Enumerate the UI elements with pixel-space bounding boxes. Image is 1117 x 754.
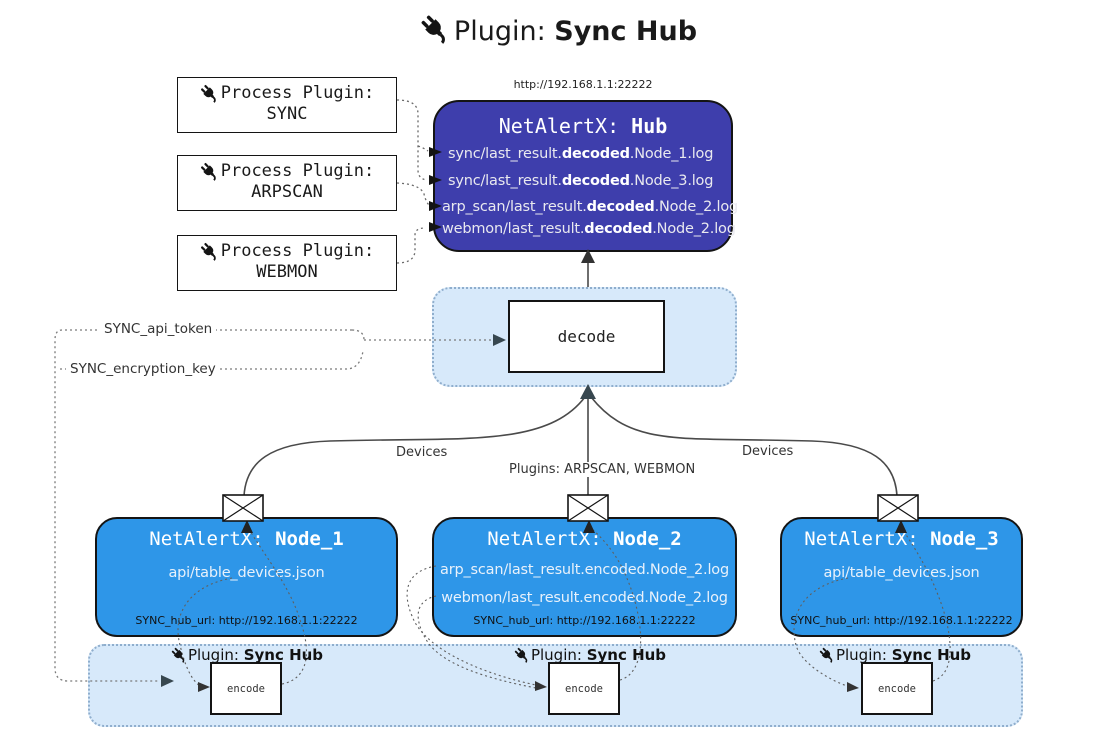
plug-icon [199, 241, 219, 261]
node-1-file: api/table_devices.json [168, 565, 325, 581]
hub-title: NetAlertX: Hub [435, 114, 731, 138]
plug-icon [199, 83, 219, 103]
devices-label-right: Devices [738, 444, 798, 459]
node-2-file-1: arp_scan/last_result.encoded.Node_2.log [440, 562, 729, 578]
process-plugin-webmon-name: WEBMON [256, 262, 318, 282]
plug-icon [817, 646, 837, 665]
page-title-bold: Sync Hub [554, 16, 698, 47]
encode-box-1: encode [210, 662, 282, 715]
token-path-corner [351, 329, 365, 341]
process-plugin-webmon-box: Process Plugin: WEBMON [177, 235, 397, 291]
decode-box: decode [508, 300, 665, 373]
node-2-hub-url: SYNC_hub_url: http://192.168.1.1:22222 [473, 614, 696, 627]
page-title-prefix: Plugin: [453, 16, 555, 47]
connector-webmon [396, 227, 426, 264]
hub-log-2: sync/last_result.decoded.Node_3.log [448, 173, 714, 189]
hub-log-3: arp_scan/last_result.decoded.Node_2.log [442, 199, 739, 215]
hub-url-label: http://192.168.1.1:22222 [513, 78, 653, 91]
hub-title-bold: Hub [631, 114, 668, 138]
sync-api-token-label: SYNC_api_token [100, 321, 217, 337]
hub-title-prefix: NetAlertX: [498, 114, 632, 138]
plug-icon [169, 646, 189, 665]
hub-log-1: sync/last_result.decoded.Node_1.log [448, 146, 714, 162]
process-plugin-sync-box: Process Plugin: SYNC [177, 77, 397, 133]
hub-box: NetAlertX: Hub sync/last_result.decoded.… [433, 100, 738, 252]
plug-icon [199, 161, 219, 181]
node-2-box: NetAlertX: Node_2 arp_scan/last_result.e… [432, 517, 737, 637]
strip-label-2: Plugin: Sync Hub [512, 646, 666, 665]
process-plugin-sync-name: SYNC [266, 104, 308, 124]
connector-sync [396, 99, 428, 181]
plugin-to-hub-connectors [396, 99, 430, 264]
node-3-hub-url: SYNC_hub_url: http://192.168.1.1:22222 [790, 614, 1013, 627]
node-3-title: NetAlertX: Node_3 [804, 528, 999, 550]
node-1-title: NetAlertX: Node_1 [149, 528, 344, 550]
process-plugin-arpscan-name: ARPSCAN [251, 182, 323, 202]
process-plugin-arpscan-line1: Process Plugin: [178, 161, 396, 181]
strip-label-3: Plugin: Sync Hub [817, 646, 971, 665]
connector-sync-branch [417, 145, 429, 152]
node-1-box: NetAlertX: Node_1 api/table_devices.json… [95, 517, 398, 637]
strip-label-1: Plugin: Sync Hub [169, 646, 323, 665]
page-title: Plugin: Sync Hub [0, 12, 1117, 47]
process-plugin-arpscan-box: Process Plugin: ARPSCAN [177, 155, 397, 211]
process-plugin-webmon-line1: Process Plugin: [178, 241, 396, 261]
connector-arpscan [396, 182, 430, 206]
node-2-title: NetAlertX: Node_2 [487, 528, 682, 550]
process-plugin-sync-line1: Process Plugin: [178, 83, 396, 103]
devices-label-left: Devices [392, 445, 452, 460]
plugins-mid-label: Plugins: ARPSCAN, WEBMON [505, 462, 700, 477]
plug-icon [512, 646, 532, 665]
node-3-file: api/table_devices.json [823, 565, 980, 581]
encode-box-3: encode [861, 662, 933, 715]
plug-icon [418, 12, 452, 47]
node-3-box: NetAlertX: Node_3 api/table_devices.json… [780, 517, 1023, 637]
hub-log-4: webmon/last_result.decoded.Node_2.log [442, 221, 736, 237]
sync-encryption-key-label: SYNC_encryption_key [66, 361, 220, 377]
encode-box-2: encode [548, 662, 620, 715]
node-2-file-2: webmon/last_result.encoded.Node_2.log [441, 590, 728, 606]
node-1-hub-url: SYNC_hub_url: http://192.168.1.1:22222 [135, 614, 358, 627]
